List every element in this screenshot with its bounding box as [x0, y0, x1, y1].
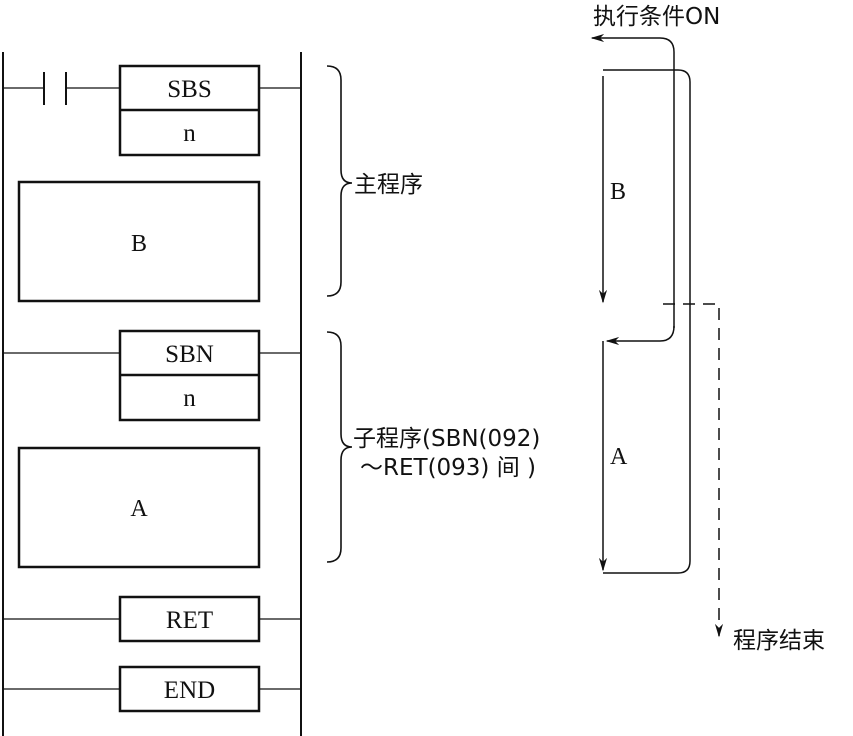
block-b-label: B	[131, 231, 147, 257]
sbs-label: SBS	[167, 76, 211, 103]
outer-flow-path	[603, 69, 691, 574]
subroutine-call-jump-path	[590, 33, 675, 328]
brace-subroutine	[326, 331, 353, 563]
rung-sbs: SBS n	[3, 64, 301, 157]
block-a-label: A	[130, 496, 148, 522]
main-program-label: 主程序	[354, 172, 423, 198]
program-end-dashed-path	[663, 303, 724, 638]
sbs-operand: n	[183, 120, 196, 147]
end-label: END	[164, 677, 215, 704]
sbn-label: SBN	[165, 341, 214, 368]
brace-main-program	[326, 65, 353, 297]
ret-label: RET	[166, 607, 213, 634]
subroutine-label-line1: 子程序(SBN(092)	[353, 426, 540, 452]
segment-a-label: A	[610, 444, 628, 470]
program-block-b	[17, 180, 261, 303]
execution-condition-on-label: 执行条件ON	[593, 4, 720, 30]
segment-b-label: B	[610, 179, 626, 205]
sbn-operand: n	[183, 385, 196, 412]
program-block-a	[17, 446, 261, 569]
subroutine-label-line2: ～RET(093) 间 )	[360, 455, 536, 481]
rung-sbn: SBN n	[3, 329, 301, 422]
program-end-label: 程序结束	[733, 628, 825, 654]
rung-ret: RET	[3, 595, 301, 643]
rung-end: END	[3, 665, 301, 713]
return-to-a-path	[605, 325, 675, 346]
